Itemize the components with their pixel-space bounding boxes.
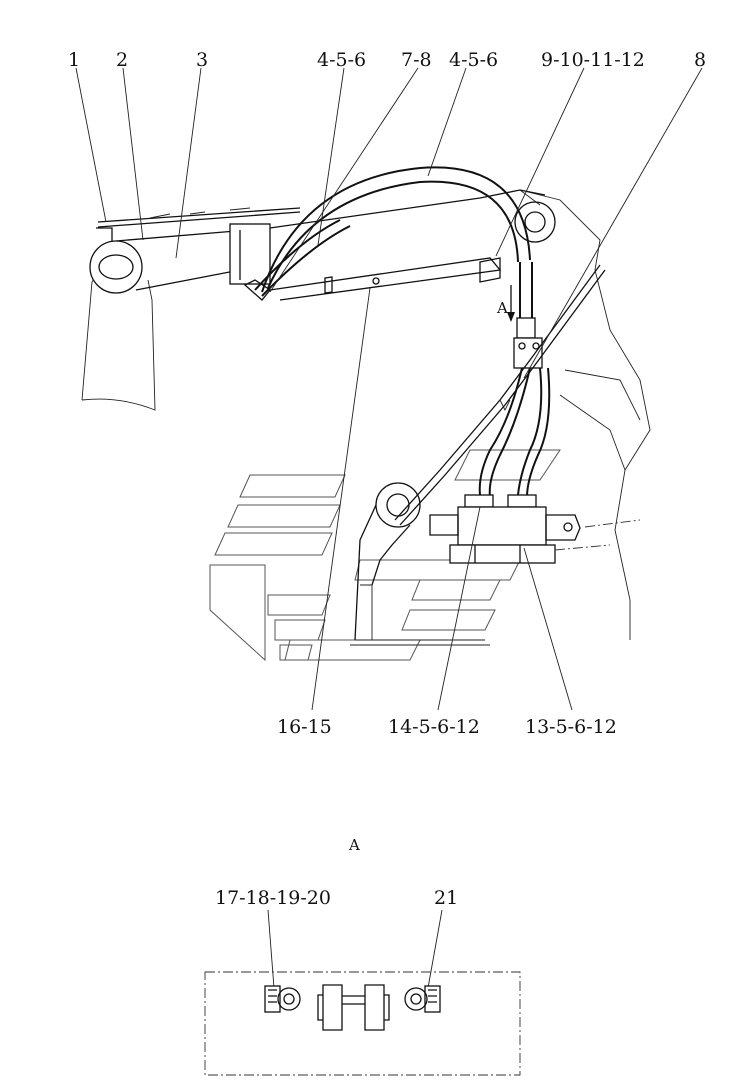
callout-2: 2 — [116, 49, 128, 71]
callouts-top: 1 2 3 4-5-6 7-8 4-5-6 9-10-11-12 8 — [68, 49, 706, 71]
callout-13-5-6-12: 13-5-6-12 — [525, 716, 617, 738]
callout-21: 21 — [434, 887, 458, 909]
machine-frame-outline — [81, 189, 651, 640]
leader-lines — [75, 67, 703, 711]
view-arrow-label: A — [496, 299, 508, 317]
callout-17-18-19-20: 17-18-19-20 — [215, 887, 331, 909]
valve-block — [429, 494, 641, 564]
callout-4-5-6-b: 4-5-6 — [449, 49, 498, 71]
callout-7-8: 7-8 — [401, 49, 432, 71]
hydraulic-hoses — [254, 166, 551, 498]
cylinder-body — [229, 189, 556, 301]
callout-8: 8 — [694, 49, 706, 71]
view-arrow-a: A — [496, 285, 515, 322]
callout-14-5-6-12: 14-5-6-12 — [388, 716, 480, 738]
boom-arm — [89, 207, 301, 294]
callout-4-5-6-a: 4-5-6 — [317, 49, 366, 71]
linkage-rods — [394, 264, 606, 526]
view-title: A — [348, 836, 360, 854]
callouts-bottom: 16-15 14-5-6-12 13-5-6-12 — [277, 716, 617, 738]
callout-16-15: 16-15 — [277, 716, 332, 738]
callout-3: 3 — [196, 49, 208, 71]
callout-1: 1 — [68, 49, 80, 71]
callout-9-10-11-12: 9-10-11-12 — [541, 49, 645, 71]
view-a-detail: A 17-18-19-20 21 — [204, 836, 521, 1076]
